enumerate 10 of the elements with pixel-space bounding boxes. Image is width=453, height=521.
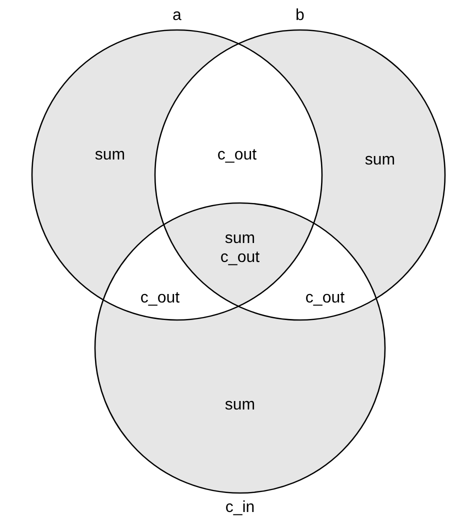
region-label: sum <box>94 146 126 164</box>
set-label: b <box>296 7 304 25</box>
region-label: sum <box>364 150 396 170</box>
region-label: sum c_out <box>219 229 261 267</box>
region-label: c_out <box>304 288 346 308</box>
region-label: c_out <box>216 146 258 164</box>
region-label: c_out <box>139 288 181 308</box>
region-label: sum <box>224 396 256 414</box>
set-label: a <box>172 7 182 25</box>
set-label: c_in <box>225 499 255 517</box>
